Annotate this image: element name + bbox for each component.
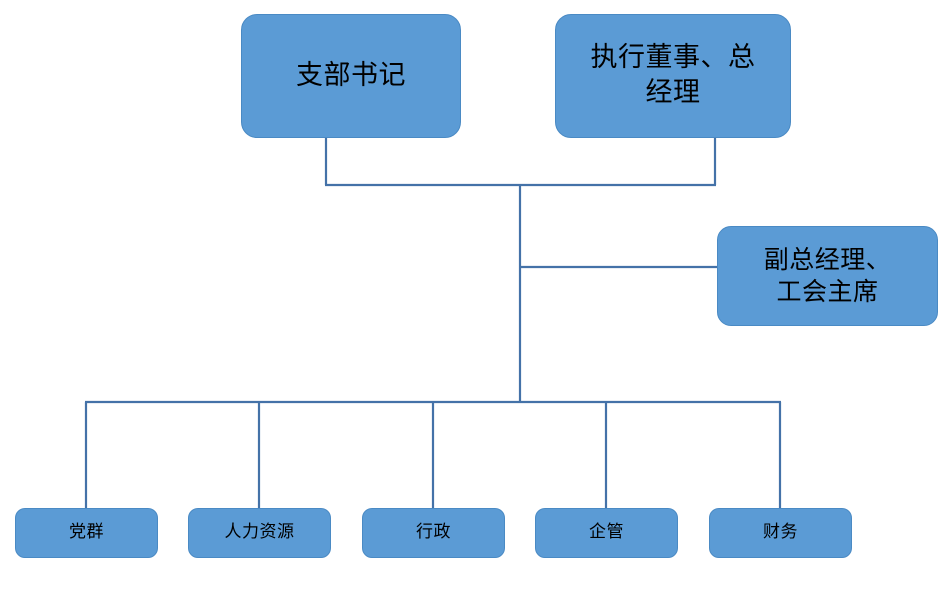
node-party-mass-work[interactable]: 党群: [15, 508, 158, 558]
node-party-secretary[interactable]: 支部书记: [241, 14, 461, 138]
node-administration[interactable]: 行政: [362, 508, 505, 558]
node-label: 企管: [589, 522, 624, 543]
node-label: 行政: [416, 522, 451, 543]
node-label: 党群: [69, 522, 104, 543]
node-human-resources[interactable]: 人力资源: [188, 508, 331, 558]
node-label: 副总经理、 工会主席: [763, 245, 892, 306]
node-deputy-general-manager-union-chair[interactable]: 副总经理、 工会主席: [717, 226, 938, 326]
node-label: 财务: [763, 522, 798, 543]
node-finance[interactable]: 财务: [709, 508, 852, 558]
node-label: 执行董事、总 经理: [590, 42, 756, 108]
node-label: 支部书记: [296, 59, 406, 91]
node-enterprise-management[interactable]: 企管: [535, 508, 678, 558]
node-executive-director-general-manager[interactable]: 执行董事、总 经理: [555, 14, 791, 138]
node-label: 人力资源: [224, 522, 295, 543]
